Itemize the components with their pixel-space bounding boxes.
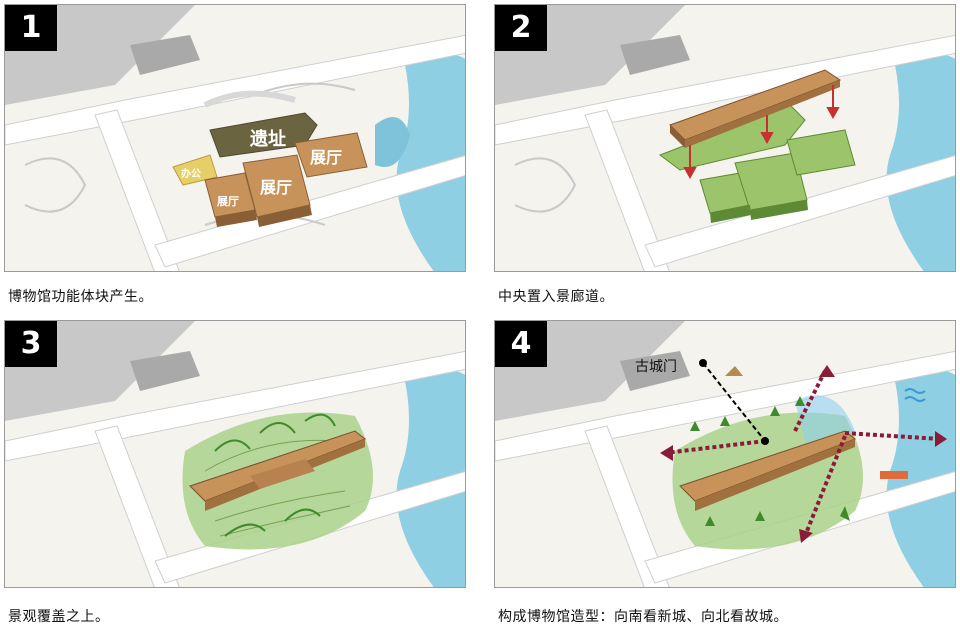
caption-2: 中央置入景廊道。: [498, 289, 614, 305]
site-map-2: [495, 5, 955, 271]
office-block: [172, 154, 218, 186]
panel-number: 4: [495, 321, 547, 367]
hall-block-c: [294, 132, 368, 178]
caption-4: 构成博物馆造型：向南看新城、向北看故城。: [498, 609, 788, 625]
drop-arrows: [683, 85, 840, 180]
caption-1: 博物馆功能体块产生。: [8, 289, 153, 305]
panel-1: 遗址 办公 展厅 展厅 展厅 1: [4, 4, 466, 272]
panel-2: 2: [494, 4, 956, 272]
panel-number: 1: [5, 5, 57, 51]
label-hall-a: 展厅: [216, 195, 239, 208]
site-map-1: 遗址 办公 展厅 展厅 展厅: [5, 5, 465, 271]
label-office: 办公: [181, 167, 201, 180]
label-old-gate: 古城门: [635, 359, 677, 375]
site-map-3: [5, 321, 465, 587]
trees: [690, 396, 850, 526]
label-hall-b: 展厅: [260, 178, 292, 197]
panel-4: 古城门 4: [494, 320, 956, 588]
ruins-block: [209, 112, 318, 158]
label-ruins: 遗址: [249, 128, 286, 150]
wave-icon: [904, 388, 926, 402]
boat-icon: [880, 471, 908, 479]
mountain-icon: [725, 366, 743, 376]
label-hall-c: 展厅: [310, 148, 342, 167]
landscape-arrows: [214, 413, 336, 537]
panel-number: 3: [5, 321, 57, 367]
panel-number: 2: [495, 5, 547, 51]
caption-3: 景观覆盖之上。: [8, 609, 110, 625]
panel-3: 3: [4, 320, 466, 588]
view-arrows: [664, 370, 941, 537]
site-map-4: 古城门: [495, 321, 955, 587]
